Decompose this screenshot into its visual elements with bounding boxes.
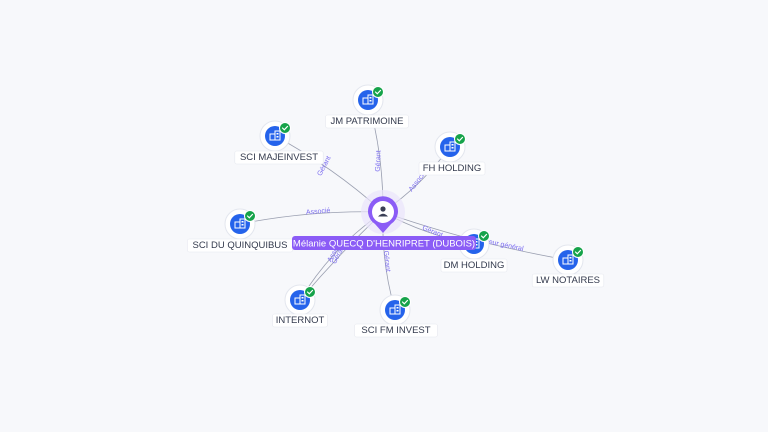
verified-check-icon xyxy=(572,246,584,258)
company-node-dm[interactable]: DM HOLDING xyxy=(440,228,508,273)
verified-check-icon xyxy=(244,210,256,222)
company-node-fh[interactable]: FH HOLDING xyxy=(418,131,486,176)
edge-label: Gérant xyxy=(382,250,391,272)
company-node-sci-quin[interactable]: SCI DU QUINQUIBUS xyxy=(187,208,293,253)
node-label-bg xyxy=(272,313,328,328)
node-label: FH HOLDING xyxy=(423,163,482,174)
verified-check-icon xyxy=(304,286,316,298)
node-label: LW NOTAIRES xyxy=(536,275,600,286)
node-label-bg xyxy=(354,323,438,338)
node-label-bg xyxy=(234,150,324,165)
verified-check-icon xyxy=(372,86,384,98)
node-label-bg xyxy=(325,114,409,129)
node-label-bg xyxy=(531,273,605,288)
company-node-jm[interactable]: JM PATRIMOINE xyxy=(325,84,409,129)
node-label: INTERNOT xyxy=(276,315,325,326)
center-label-bg xyxy=(292,236,476,250)
node-label: JM PATRIMOINE xyxy=(330,116,403,127)
edge-label: Associé xyxy=(306,207,331,216)
center-person-node[interactable]: Mélanie QUECQ D'HENRIPRET (DUBOIS) xyxy=(292,190,476,250)
building-icon xyxy=(444,141,456,152)
edge-labels-layer: GérantGérantAssociéAssociéGérantDirecteu… xyxy=(306,150,525,272)
node-label: DM HOLDING xyxy=(444,260,505,271)
company-node-internot[interactable]: INTERNOT xyxy=(272,284,328,328)
node-label-bg xyxy=(418,161,486,176)
building-icon xyxy=(294,294,306,305)
edge-label: Gérant xyxy=(375,150,383,172)
node-label: SCI FM INVEST xyxy=(361,325,430,336)
company-node-lw[interactable]: LW NOTAIRES xyxy=(531,244,605,288)
node-label: SCI MAJEINVEST xyxy=(240,152,318,163)
building-icon xyxy=(389,304,401,315)
building-icon xyxy=(362,94,374,105)
verified-check-icon xyxy=(399,296,411,308)
verified-check-icon xyxy=(478,230,490,242)
center-label: Mélanie QUECQ D'HENRIPRET (DUBOIS) xyxy=(293,239,475,250)
building-icon xyxy=(562,254,574,265)
building-icon xyxy=(269,130,281,141)
verified-check-icon xyxy=(454,133,466,145)
building-icon xyxy=(234,218,246,229)
company-node-sci-maj[interactable]: SCI MAJEINVEST xyxy=(234,120,324,165)
verified-check-icon xyxy=(279,122,291,134)
person-icon xyxy=(378,206,388,217)
company-node-sci-fm[interactable]: SCI FM INVEST xyxy=(354,294,438,338)
node-label: SCI DU QUINQUIBUS xyxy=(192,240,287,251)
center-pin-inner xyxy=(372,201,394,223)
node-label-bg xyxy=(440,258,508,273)
